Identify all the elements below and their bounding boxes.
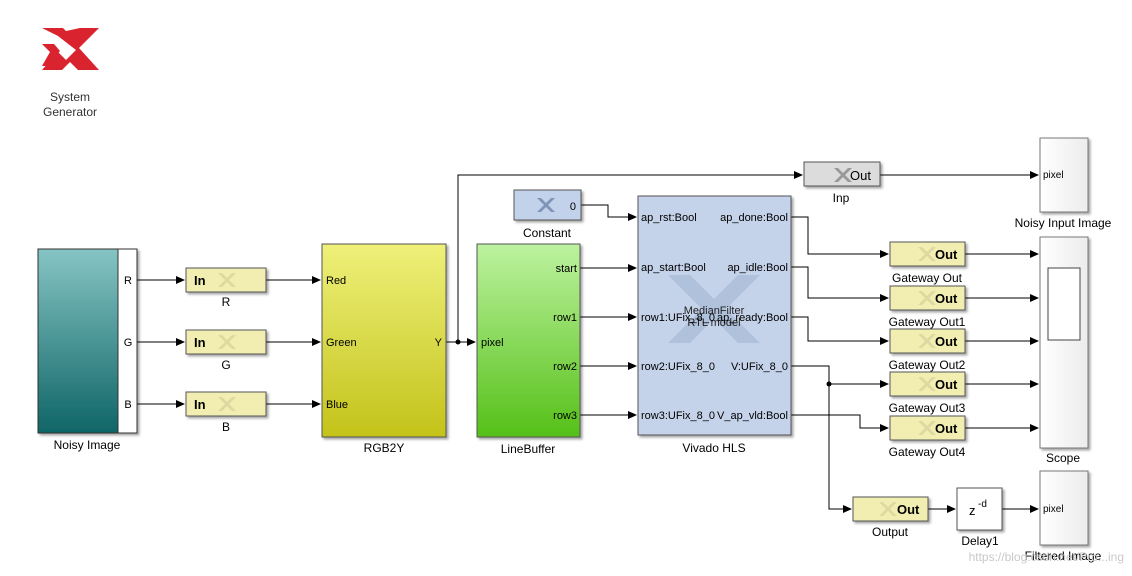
port-label-row3: row3 xyxy=(553,410,577,422)
wire-ap-ready[interactable] xyxy=(791,316,889,345)
gateway-in-b[interactable]: In B xyxy=(185,391,267,434)
block-name: Vivado HLS xyxy=(682,441,745,455)
block-name: Constant xyxy=(523,226,572,240)
branch-point xyxy=(455,339,461,345)
wire-const-rst[interactable] xyxy=(581,204,637,221)
port-label: Out xyxy=(935,421,958,436)
filtered-image-block[interactable]: pixel Filtered Image xyxy=(1025,470,1102,563)
port-label: In xyxy=(194,335,206,350)
port-label: pixel xyxy=(1043,170,1064,181)
block-name: Noisy Image xyxy=(54,438,121,452)
block-name: Filtered Image xyxy=(1025,549,1102,563)
port-label-blue: Blue xyxy=(326,399,348,411)
gateway-out[interactable]: Out Gateway Out xyxy=(889,241,966,285)
out-port-label: ap_idle:Bool xyxy=(727,262,788,274)
port-label: pixel xyxy=(1043,504,1064,515)
port-label-row1: row1 xyxy=(553,312,577,324)
port-label: Out xyxy=(897,502,920,517)
out-port-label: V_ap_vld:Bool xyxy=(717,410,788,422)
gateway-in-g[interactable]: In G xyxy=(185,329,267,372)
port-label-green: Green xyxy=(326,337,357,349)
block-name: Gateway Out1 xyxy=(889,315,966,329)
port-label: Out xyxy=(935,291,958,306)
xilinx-logo-icon xyxy=(42,28,99,70)
port-label: Out xyxy=(935,247,958,262)
block-name: LineBuffer xyxy=(501,442,556,456)
in-port-label: row3:UFix_8_0 xyxy=(641,410,715,422)
port-label: In xyxy=(194,397,206,412)
in-port-label: row1:UFix_8_0 xyxy=(641,312,715,324)
wire-v[interactable] xyxy=(791,365,889,388)
watermark-text: https://blog.csdn.net/Pro...ing xyxy=(969,550,1124,564)
wires xyxy=(137,171,1039,513)
rgb2y-block[interactable]: Red Green Blue Y RGB2Y xyxy=(321,243,447,455)
xilinx-watermark-icon xyxy=(668,275,760,343)
block-name: Inp xyxy=(833,191,850,205)
block-name: Gateway Out xyxy=(892,271,963,285)
wire-y-inp[interactable] xyxy=(457,171,803,342)
gateway-out1[interactable]: Out Gateway Out1 xyxy=(889,285,966,329)
port-label-pixel: pixel xyxy=(481,337,504,349)
linebuffer-block[interactable]: pixel start row1 row2 row3 LineBuffer xyxy=(476,243,581,456)
port-label-red: Red xyxy=(326,275,346,287)
scope-screen-icon xyxy=(1047,267,1081,341)
block-name: R xyxy=(222,295,231,309)
noisy-input-image-block[interactable]: pixel Noisy Input Image xyxy=(1015,137,1112,230)
in-port-label: ap_start:Bool xyxy=(641,262,706,274)
port-label: Out xyxy=(850,168,871,183)
system-generator-logo[interactable]: System Generator xyxy=(42,28,99,119)
out-port-label: V:UFix_8_0 xyxy=(731,361,788,373)
block-name: Noisy Input Image xyxy=(1015,216,1112,230)
output-gateway[interactable]: Out Output xyxy=(852,496,929,539)
block-name: Scope xyxy=(1046,451,1080,465)
block-name: Gateway Out2 xyxy=(889,358,966,372)
branch-point xyxy=(826,381,832,387)
inp-block[interactable]: Out Inp xyxy=(803,161,881,205)
block-name: Delay1 xyxy=(961,534,999,548)
gateway-in-r[interactable]: In R xyxy=(185,267,267,309)
wire-ap-idle[interactable] xyxy=(791,266,889,302)
watermark-line2: RTL model xyxy=(687,317,740,329)
logo-label-line2: Generator xyxy=(43,105,97,119)
block-name: Gateway Out3 xyxy=(889,401,966,415)
block-name: RGB2Y xyxy=(364,441,405,455)
vivado-hls-block[interactable]: MedianFilter RTL model ap_rst:Bool ap_st… xyxy=(637,195,792,455)
logo-label-line1: System xyxy=(50,90,90,104)
delay-symbol: z xyxy=(969,503,976,518)
delay1-block[interactable]: z -d Delay1 xyxy=(956,487,1003,548)
port-label-g: G xyxy=(124,337,133,349)
port-label-r: R xyxy=(124,275,132,287)
constant-block[interactable]: 0 Constant xyxy=(513,189,582,240)
out-port-label: ap_ready:Bool xyxy=(717,312,788,324)
watermark-line1: MedianFilter xyxy=(684,305,745,317)
port-label-start: start xyxy=(556,263,577,275)
port-label-y: Y xyxy=(435,337,443,349)
gateway-out3[interactable]: Out Gateway Out3 xyxy=(889,371,966,415)
wire-ap-done[interactable] xyxy=(791,216,889,258)
wire-v-output[interactable] xyxy=(828,384,852,513)
delay-exponent: -d xyxy=(978,499,987,510)
block-name: B xyxy=(222,420,230,434)
constant-value: 0 xyxy=(570,201,576,213)
noisy-image-block[interactable]: R G B Noisy Image xyxy=(37,248,138,452)
port-label: Out xyxy=(935,377,958,392)
gateway-out2[interactable]: Out Gateway Out2 xyxy=(889,328,966,372)
in-port-label: row2:UFix_8_0 xyxy=(641,361,715,373)
block-name: G xyxy=(221,358,230,372)
block-name: Output xyxy=(872,525,909,539)
wire-v-vld[interactable] xyxy=(791,414,889,432)
port-label: Out xyxy=(935,334,958,349)
port-label-b: B xyxy=(124,399,131,411)
out-port-label: ap_done:Bool xyxy=(720,212,788,224)
scope-block[interactable]: Scope xyxy=(1039,236,1089,465)
block-name: Gateway Out4 xyxy=(889,445,966,459)
port-label-row2: row2 xyxy=(553,361,577,373)
port-label: In xyxy=(194,273,206,288)
in-port-label: ap_rst:Bool xyxy=(641,212,697,224)
gateway-out4[interactable]: Out Gateway Out4 xyxy=(889,415,966,459)
